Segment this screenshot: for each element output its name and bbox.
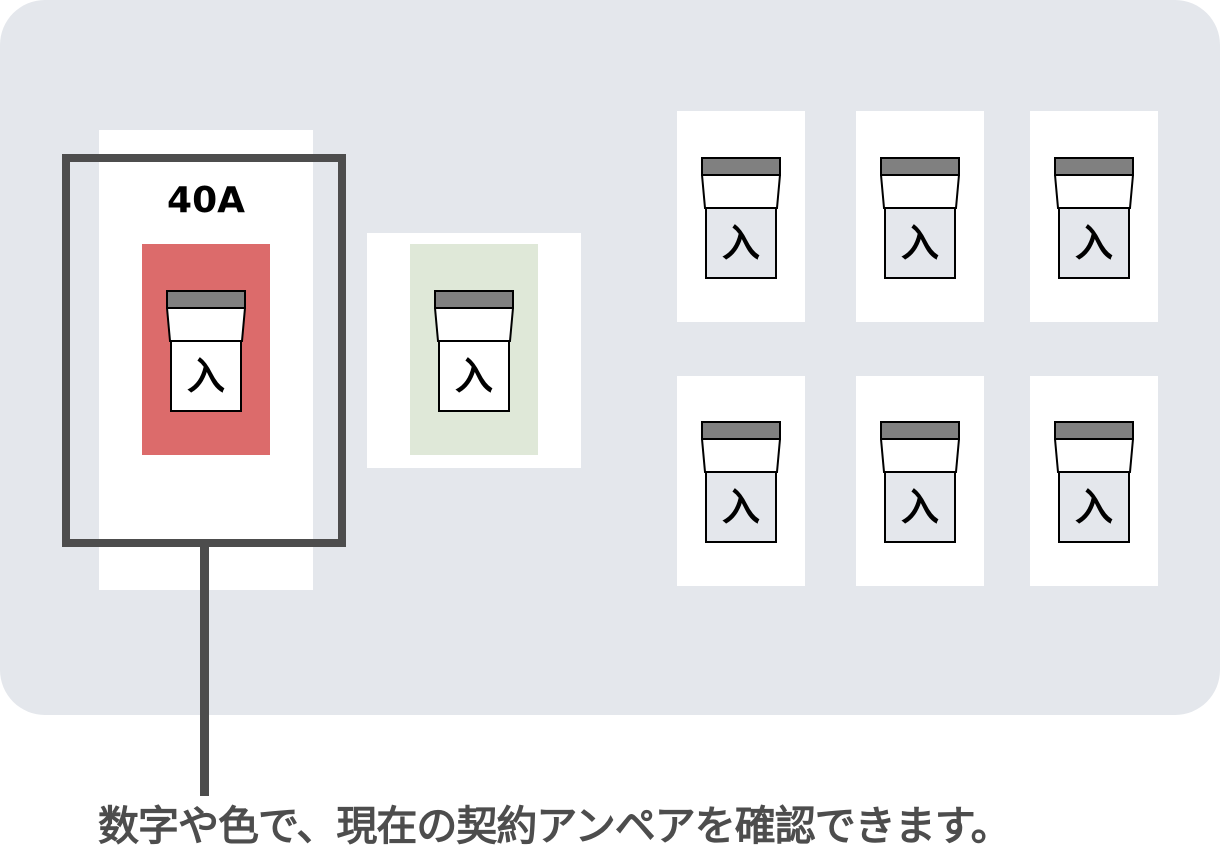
- switch-on-label: 入: [186, 354, 225, 398]
- switch-on-label: 入: [454, 354, 493, 398]
- switch-lever-icon: [1054, 157, 1134, 279]
- branch-breaker-switch[interactable]: 入: [880, 157, 960, 280]
- switch-lever-icon: [880, 421, 960, 543]
- branch-breaker-switch[interactable]: 入: [880, 421, 960, 544]
- switch-on-label: 入: [900, 221, 939, 265]
- callout-caption: 数字や色で、現在の契約アンペアを確認できます。: [98, 802, 1012, 850]
- switch-on-label: 入: [900, 485, 939, 529]
- branch-breaker-switch[interactable]: 入: [701, 157, 781, 280]
- switch-lever-icon: [701, 421, 781, 543]
- ampere-label: 40A: [167, 180, 245, 221]
- switch-on-label: 入: [721, 485, 760, 529]
- switch-lever-icon: [1054, 421, 1134, 543]
- switch-lever-icon: [701, 157, 781, 279]
- callout-highlight-box: [62, 154, 346, 547]
- branch-breaker-switch[interactable]: 入: [701, 421, 781, 544]
- switch-lever-icon: [166, 290, 246, 412]
- callout-leader-line: [200, 546, 209, 796]
- earth-leakage-switch[interactable]: 入: [434, 290, 514, 413]
- branch-breaker-switch[interactable]: 入: [1054, 421, 1134, 544]
- switch-on-label: 入: [1074, 221, 1113, 265]
- switch-on-label: 入: [721, 221, 760, 265]
- switch-lever-icon: [434, 290, 514, 412]
- switch-on-label: 入: [1074, 485, 1113, 529]
- main-breaker-switch[interactable]: 入: [166, 290, 246, 413]
- branch-breaker-switch[interactable]: 入: [1054, 157, 1134, 280]
- switch-lever-icon: [880, 157, 960, 279]
